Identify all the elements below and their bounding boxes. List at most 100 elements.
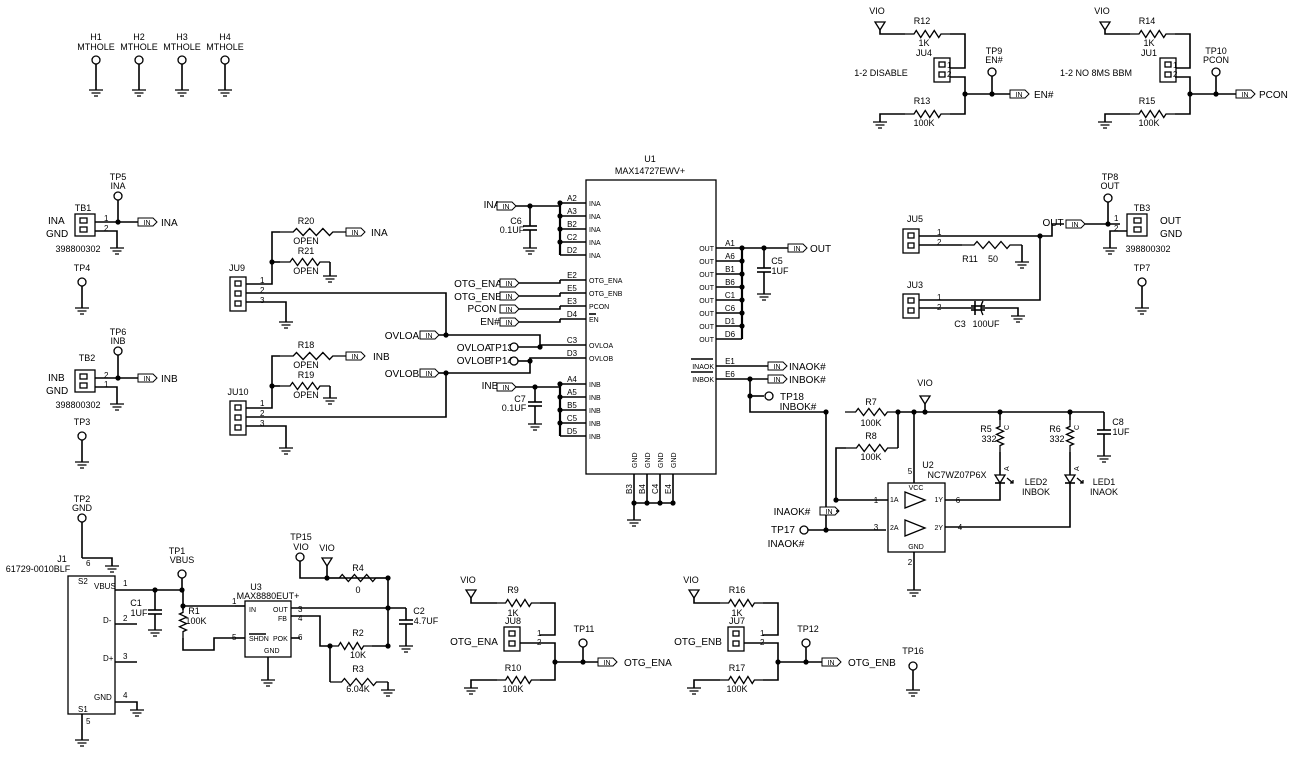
test-point (799, 525, 809, 535)
ground-symbol (906, 689, 920, 697)
led-light-arrow (1006, 477, 1014, 484)
in-port-flag: IN (506, 307, 513, 314)
label: 2 (1114, 224, 1119, 233)
label: U1 (644, 154, 656, 164)
junction-dot (739, 297, 745, 303)
label: MAX14727EWV+ (615, 166, 685, 176)
label: 3 (298, 605, 303, 614)
wire (519, 280, 561, 284)
pin-name: OUT (699, 259, 715, 266)
junction-dot (180, 603, 186, 609)
in-port-flag (767, 361, 788, 371)
label: GND (264, 648, 280, 655)
resistor-symbol (280, 227, 346, 237)
led-mark: C (1074, 425, 1081, 430)
resistor-symbol (280, 381, 330, 391)
label: INA (110, 181, 125, 191)
ground-symbol (1103, 247, 1117, 255)
label: GND (1160, 229, 1182, 240)
resistor-symbol (497, 598, 540, 608)
label: 100K (726, 684, 747, 694)
pin-name: EN (589, 317, 599, 324)
pin-name: INB (589, 382, 601, 389)
label: 1 (260, 276, 265, 285)
pin-number: C6 (725, 304, 736, 313)
label: 3 (123, 652, 128, 661)
label: TP7 (1134, 263, 1151, 273)
label: EN# (480, 317, 500, 328)
pin-number: B2 (567, 220, 577, 229)
label: INBOK# (780, 402, 817, 413)
junction-dot (657, 500, 663, 506)
label: R3 (352, 664, 364, 674)
label: R16 (729, 585, 746, 595)
in-port-flag (137, 373, 158, 383)
in-port-flag: IN (1072, 222, 1079, 229)
resistor-symbol (330, 641, 372, 651)
label: OUT (273, 607, 289, 614)
test-point (77, 513, 87, 523)
junction-dot (739, 323, 745, 329)
in-port-flag: IN (503, 204, 510, 211)
pin-number: B5 (567, 401, 577, 410)
terminal-pin (79, 373, 88, 380)
mounting-hole-ref: H4 (219, 32, 231, 42)
label: OPEN (293, 390, 319, 400)
resistor-symbol (720, 675, 763, 685)
header-pin (938, 61, 946, 68)
label: 5 (908, 467, 913, 476)
ground-symbol (907, 589, 921, 597)
label: 2A (890, 525, 899, 532)
label: INA (161, 218, 178, 229)
header-pin (938, 71, 946, 78)
header-pin (234, 300, 242, 307)
wire (693, 598, 720, 604)
pin-name: INA (589, 214, 601, 221)
label: 1K (507, 608, 518, 618)
wire (693, 679, 720, 688)
pin-number: A2 (567, 194, 577, 203)
wire (835, 447, 846, 500)
label: INA (371, 228, 388, 239)
wire (82, 557, 113, 566)
terminal-block (74, 213, 96, 237)
label: R6 (1049, 424, 1061, 434)
pin-number: D4 (567, 310, 578, 319)
wire (945, 487, 1001, 501)
vio-supply-symbol (464, 589, 478, 600)
label: 2 (260, 286, 265, 295)
wire (1104, 30, 1130, 35)
label: R21 (298, 246, 315, 256)
label: 1 (232, 597, 237, 606)
wire (950, 76, 1012, 95)
wire (1175, 33, 1191, 69)
label: 61729-0010BLF (6, 564, 71, 574)
wire (246, 425, 287, 448)
in-port-flag: IN (426, 371, 433, 378)
in-port-flag: IN (506, 281, 513, 288)
label: INAOK# (768, 539, 805, 550)
label: OPEN (293, 266, 319, 276)
label: 4.7UF (414, 616, 439, 626)
in-port-flag (597, 657, 618, 667)
terminal-pin (79, 226, 88, 233)
label: 5 (232, 633, 237, 642)
label: C7 (514, 394, 526, 404)
pin-name: GND (632, 452, 639, 468)
led-light-arrow (1076, 477, 1084, 484)
label: R14 (1139, 16, 1156, 26)
ground-symbol (627, 519, 641, 527)
resistor-symbol (1130, 109, 1175, 119)
test-point (77, 431, 87, 441)
in-port-flag: IN (352, 354, 359, 361)
label: SHDN (249, 636, 269, 643)
wire (246, 355, 280, 409)
jumper-header (1159, 57, 1177, 83)
label: OVLOB (457, 356, 492, 367)
ground-symbol (873, 121, 887, 129)
pin-name: OUT (699, 337, 715, 344)
pin-number: B3 (625, 484, 634, 494)
resistor-symbol (845, 407, 898, 417)
vio-supply-symbol (687, 589, 701, 600)
label: 1UF (130, 608, 148, 618)
